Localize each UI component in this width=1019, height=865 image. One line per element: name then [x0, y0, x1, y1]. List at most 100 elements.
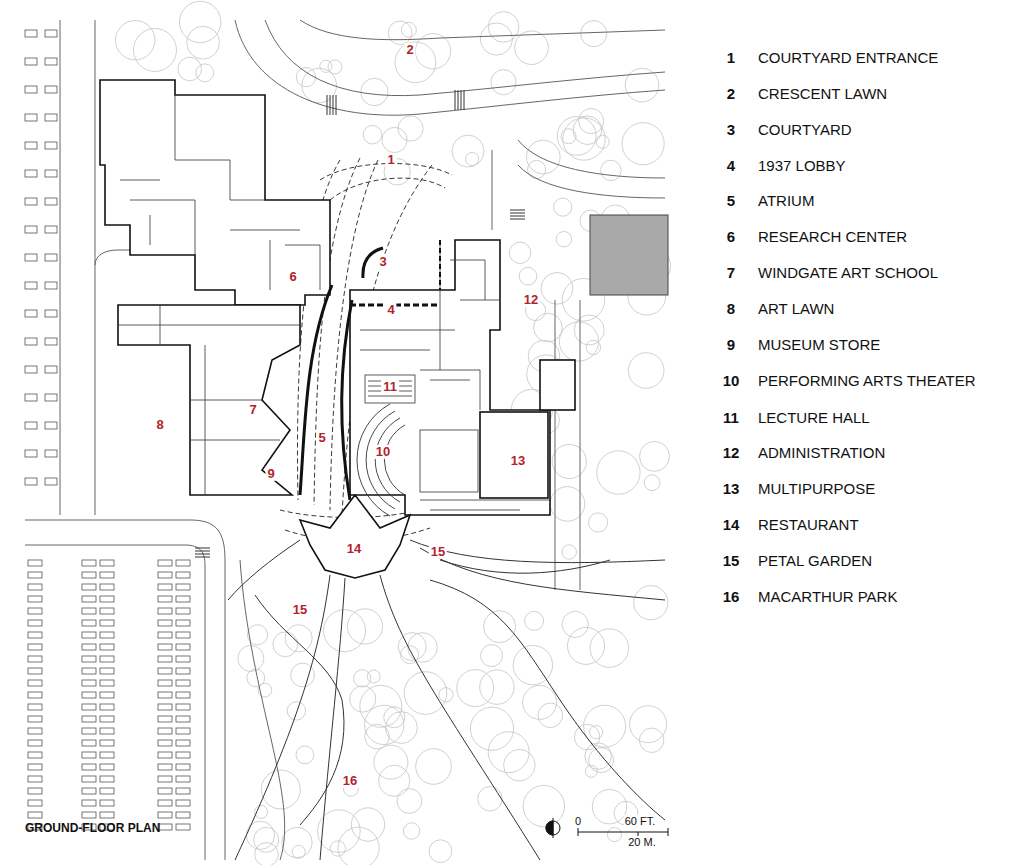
tree-canopy [361, 78, 388, 105]
parking-stall [82, 704, 96, 710]
tree-canopy [478, 787, 502, 811]
legend-text: RESEARCH CENTER [758, 229, 907, 246]
parking-stall [100, 560, 114, 566]
tree-canopy [559, 322, 598, 361]
parking-stall [158, 584, 172, 590]
parking-stall [25, 338, 37, 345]
tree-canopy [180, 1, 221, 42]
tree-canopy [374, 745, 408, 779]
parking-stall [158, 632, 172, 638]
tree-canopy [554, 198, 572, 216]
roads [25, 20, 665, 860]
tree-canopy [397, 789, 422, 814]
parking-stall [82, 800, 96, 806]
tree-canopy [634, 586, 668, 620]
parking-stall [28, 656, 42, 662]
tree-canopy [488, 732, 529, 773]
tree-canopy [296, 746, 314, 764]
callout-number: 12 [522, 293, 540, 307]
tree-canopy [630, 706, 667, 743]
parking-stall [82, 584, 96, 590]
tree-canopy [282, 827, 312, 857]
tree-canopy [585, 765, 597, 777]
parking-stall [28, 740, 42, 746]
parking-stall [176, 572, 190, 578]
parking-stall [25, 58, 37, 65]
parking-stall [100, 572, 114, 578]
parking-stall [176, 812, 190, 818]
parking-stall [100, 776, 114, 782]
parking-stall [82, 608, 96, 614]
tree-canopy [579, 109, 604, 134]
tree-canopy [429, 840, 452, 863]
tree-canopy [367, 670, 380, 683]
parking-stall [82, 656, 96, 662]
parking-stall [25, 198, 37, 205]
parking-stall [100, 800, 114, 806]
parking-stall [28, 692, 42, 698]
tree-canopy [351, 808, 384, 841]
parking-stall [100, 764, 114, 770]
parking-stall [100, 740, 114, 746]
legend-text: CRESCENT LAWN [758, 86, 887, 103]
tree-canopy [466, 152, 479, 165]
parking-stall [45, 450, 57, 457]
parking-stall [176, 680, 190, 686]
parking-stall [82, 644, 96, 650]
callout-number: 8 [154, 418, 165, 432]
legend-number: 12 [723, 445, 740, 462]
parking-stall [176, 704, 190, 710]
legend-text: 1937 LOBBY [758, 158, 846, 175]
walls-heavy [300, 240, 440, 500]
parking-stall [45, 422, 57, 429]
parking-stall [82, 620, 96, 626]
legend-number: 8 [727, 301, 735, 318]
callout-number: 15 [429, 545, 447, 559]
parking-stall [28, 584, 42, 590]
parking-stall [176, 764, 190, 770]
parking-stall [158, 620, 172, 626]
parking-stall [158, 752, 172, 758]
tree-canopy [601, 160, 621, 180]
tree-canopy [196, 64, 214, 82]
parking-stall [100, 728, 114, 734]
parking-stall [25, 450, 37, 457]
tree-canopy [640, 441, 670, 471]
tree-canopy [574, 315, 604, 345]
parking-stall [100, 608, 114, 614]
callout-number: 15 [291, 603, 309, 617]
tree-canopy [590, 726, 603, 739]
tree-canopy [255, 843, 279, 865]
tree-canopy [324, 610, 366, 652]
tree-canopy [622, 123, 664, 165]
tree-canopy [538, 703, 563, 728]
parking-stall [176, 632, 190, 638]
parking-stall [45, 226, 57, 233]
tree-canopy [134, 29, 177, 72]
legend-number: 9 [727, 337, 735, 354]
parking-stall [82, 776, 96, 782]
tree-canopy [178, 57, 202, 81]
tree-canopy [354, 670, 371, 687]
parking-stall [100, 644, 114, 650]
tree-canopy [586, 340, 600, 354]
parking-stall [176, 728, 190, 734]
tree-canopy [287, 702, 305, 720]
parking-stall [28, 776, 42, 782]
parking-stall [158, 668, 172, 674]
parking-stall [82, 764, 96, 770]
parking-stall [25, 30, 37, 37]
tree-canopy [470, 707, 513, 750]
tree-canopy [338, 827, 379, 865]
tree-canopy [528, 160, 546, 178]
parking-stall [100, 752, 114, 758]
tree-canopy [382, 127, 407, 152]
parking-stall [82, 572, 96, 578]
tree-canopy [527, 140, 561, 174]
tree-canopy [523, 685, 557, 719]
parking-stall [82, 752, 96, 758]
parking-stall [45, 142, 57, 149]
parking-stall [158, 608, 172, 614]
parking-stall [100, 584, 114, 590]
parking-stall [176, 788, 190, 794]
